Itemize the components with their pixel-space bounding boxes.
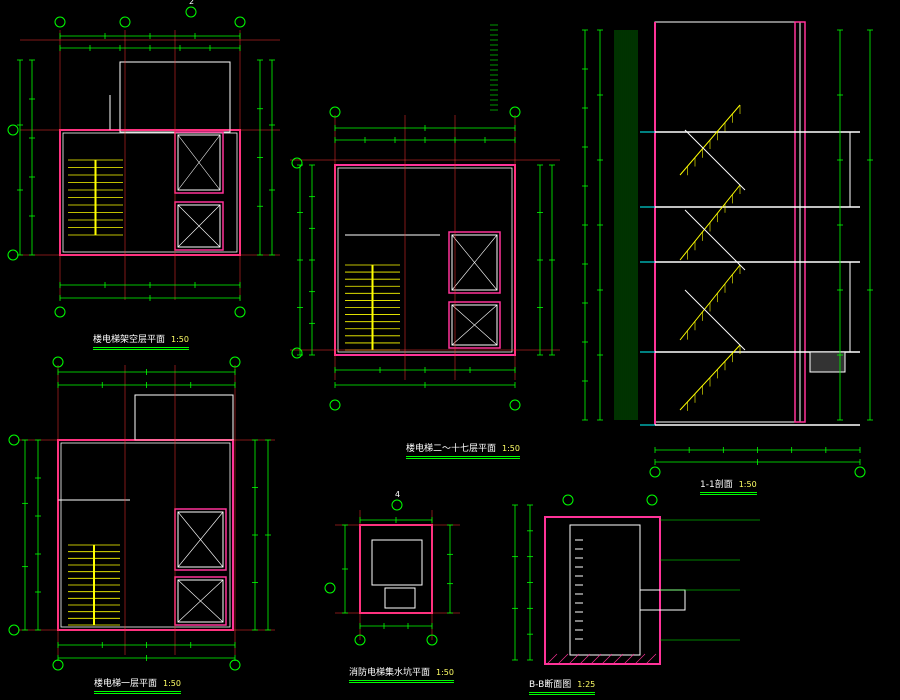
title-plan-overhead: 楼电梯架空层平面 1:50 (93, 332, 189, 350)
pit-wall (359, 524, 433, 614)
title-section-11: 1-1剖面 1:50 (700, 477, 757, 495)
axis-bubble (54, 16, 66, 28)
pit-sump (371, 539, 423, 586)
axis-label: 4 (395, 490, 400, 499)
axis-bubble (391, 499, 403, 511)
elevator-shaft-wall (448, 231, 501, 294)
plan-inner-wall (60, 442, 231, 628)
bb-hatch (568, 653, 580, 665)
axis-bubble (7, 249, 19, 261)
axis-bubble (854, 466, 866, 478)
title-plan-typical: 楼电梯二～十七层平面 1:50 (406, 441, 520, 459)
axis-bubble (54, 306, 66, 318)
bb-hatch (579, 653, 591, 665)
axis-label: 2 (189, 0, 194, 6)
elevator-car (451, 234, 498, 291)
scale-text: 1:25 (577, 680, 596, 689)
axis-bubble (119, 16, 131, 28)
stair-flight (684, 209, 746, 271)
axis-bubble (234, 306, 246, 318)
bb-hatch (601, 653, 613, 665)
scale-text: 1:50 (502, 444, 520, 453)
elevator-diagonal (177, 204, 221, 248)
title-section-bb: B-B断面图 1:25 (529, 677, 596, 695)
title-text: 楼电梯二～十七层平面 (406, 444, 497, 454)
axis-bubble (509, 399, 521, 411)
scale-text: 1:50 (436, 668, 454, 677)
axis-bubble (649, 466, 661, 478)
axis-bubble (329, 399, 341, 411)
plan-inner-wall (62, 132, 238, 253)
section-outline (654, 21, 801, 423)
section-wall (794, 21, 806, 423)
elevator-diagonal (177, 579, 224, 623)
pit (809, 351, 846, 373)
elevator-car (177, 579, 224, 623)
stair-flight (684, 289, 746, 351)
axis-bubble (8, 434, 20, 446)
scale-text: 1:50 (171, 335, 189, 344)
elevator-shaft-wall (448, 301, 501, 349)
bb-hatch (634, 653, 646, 665)
pit-drain (384, 587, 416, 609)
bb-hatch (590, 653, 602, 665)
elevator-diagonal (451, 234, 498, 291)
scale-text: 1:50 (163, 679, 181, 688)
axis-bubble (52, 659, 64, 671)
bb-hatch (623, 653, 635, 665)
elevator-diagonal (451, 304, 498, 346)
bb-hatch (557, 653, 569, 665)
axis-bubble (291, 347, 303, 359)
axis-bubble (562, 494, 574, 506)
title-text: 楼电梯架空层平面 (93, 335, 166, 345)
elevator-car (177, 134, 221, 191)
title-text: 消防电梯集水坑平面 (349, 668, 431, 678)
entrance-canopy (134, 394, 234, 441)
axis-bubble (329, 106, 341, 118)
axis-bubble (8, 624, 20, 636)
axis-bubble (354, 634, 366, 646)
axis-bubble (229, 659, 241, 671)
elevator-diagonal (177, 511, 224, 568)
elevator-diagonal (177, 134, 221, 191)
axis-bubble (185, 6, 197, 18)
elevator-car (177, 204, 221, 248)
axis-bubble (229, 356, 241, 368)
axis-bubble (291, 157, 303, 169)
title-text: B-B断面图 (529, 680, 572, 690)
bb-shaft (569, 524, 641, 656)
title-pit-plan: 消防电梯集水坑平面 1:50 (349, 665, 454, 683)
axis-bubble (52, 356, 64, 368)
bb-slab (639, 589, 686, 611)
axis-bubble (324, 582, 336, 594)
plan-inner-wall (337, 167, 513, 353)
axis-bubble (509, 106, 521, 118)
axis-bubble (646, 494, 658, 506)
plan-outer-wall (334, 164, 516, 356)
bb-hatch (645, 653, 657, 665)
bb-hatch (546, 653, 558, 665)
elevator-car (177, 511, 224, 568)
axis-bubble (426, 634, 438, 646)
scale-text: 1:50 (738, 480, 757, 489)
elevator-car (451, 304, 498, 346)
adjacent-room (799, 131, 851, 208)
adjacent-room (799, 261, 851, 353)
axis-bubble (234, 16, 246, 28)
axis-bubble (7, 124, 19, 136)
title-plan-ground: 楼电梯一层平面 1:50 (94, 676, 181, 694)
title-text: 楼电梯一层平面 (94, 679, 158, 689)
title-text: 1-1剖面 (700, 480, 733, 490)
stair-flight (684, 129, 746, 191)
plan-outer-wall (57, 439, 234, 631)
bb-hatch (612, 653, 624, 665)
